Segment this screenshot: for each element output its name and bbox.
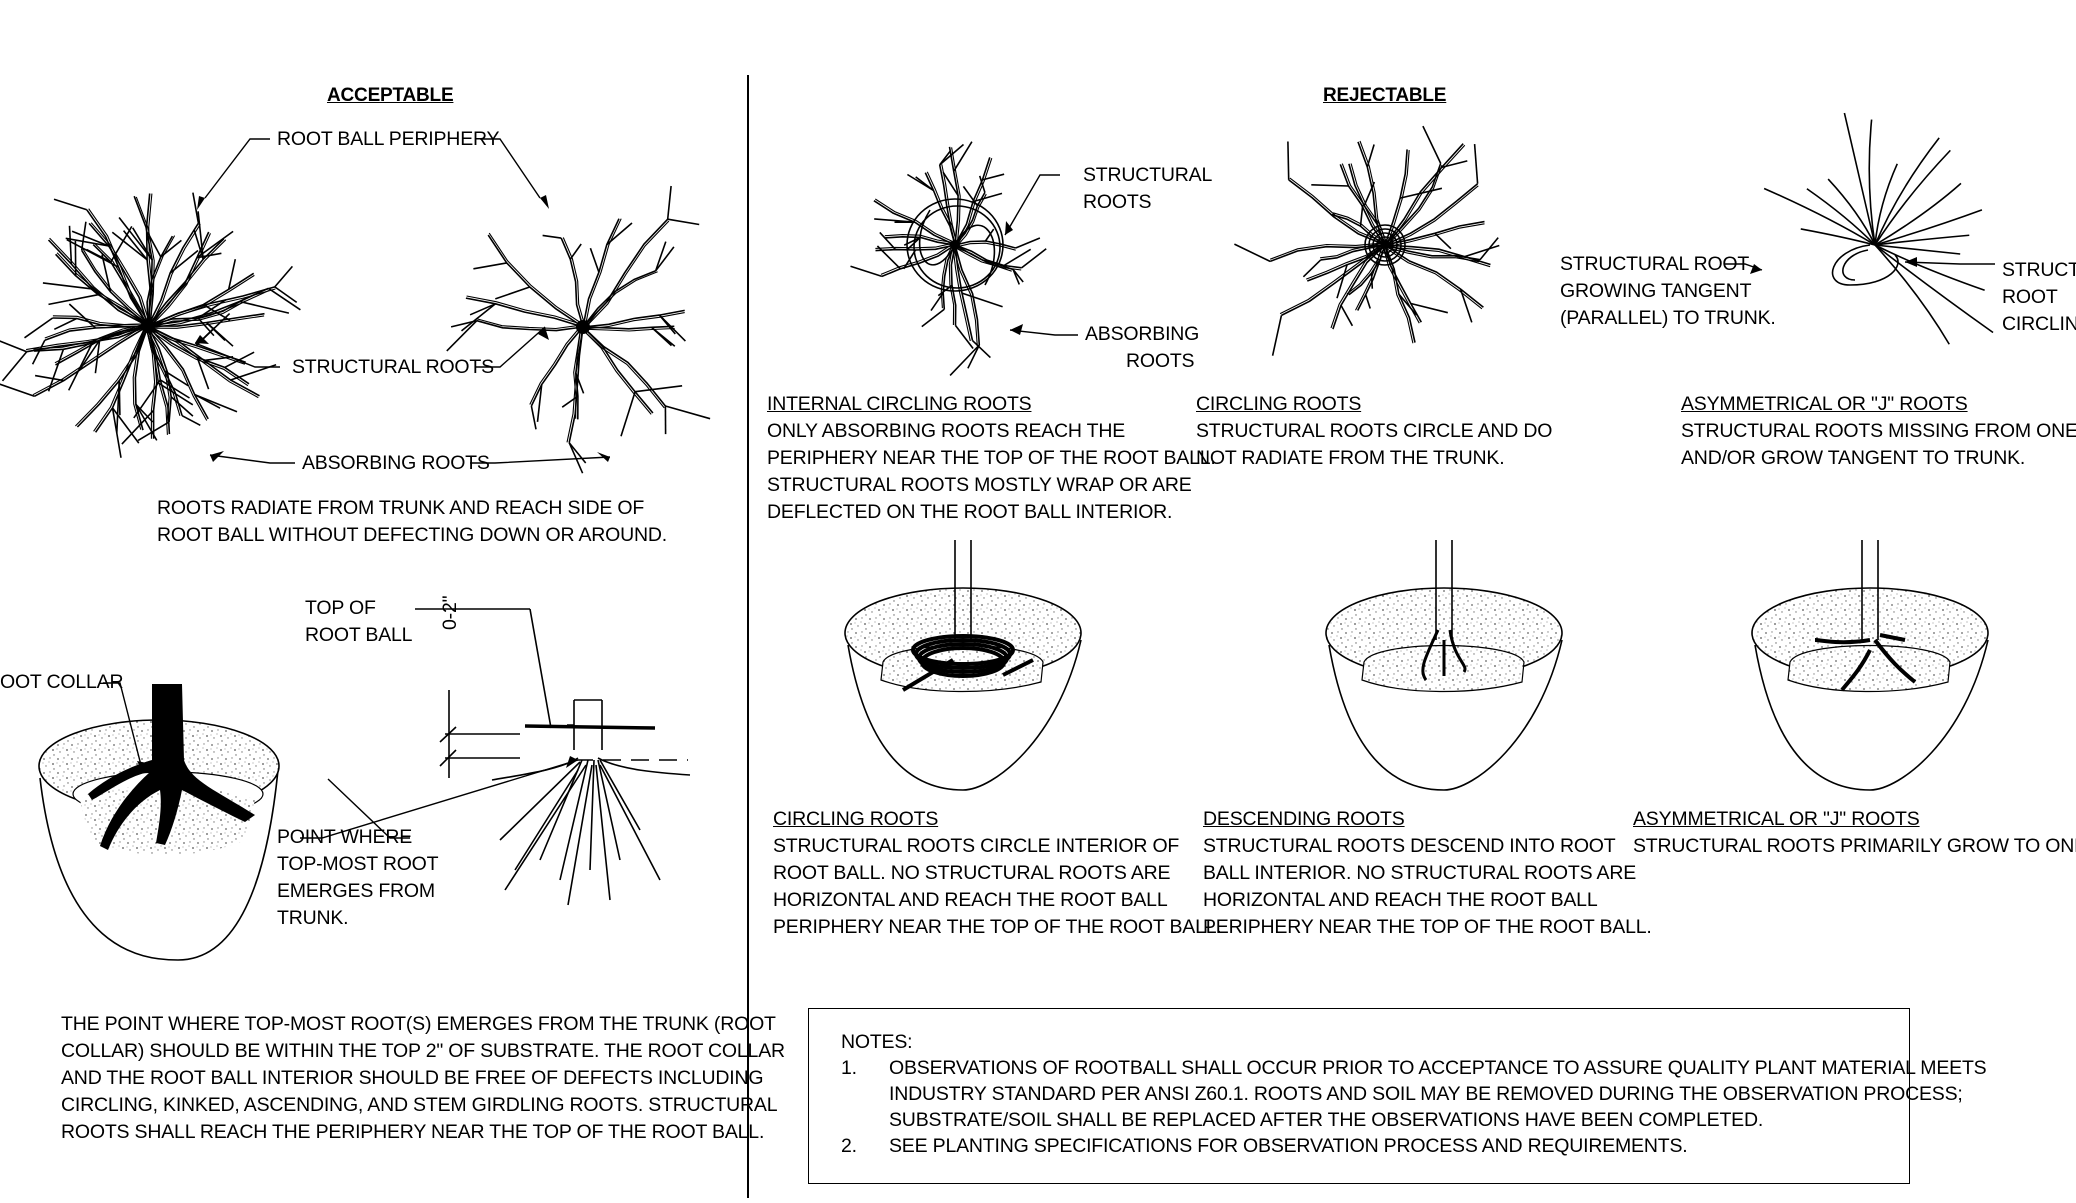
rej-label-absorbing-1: ABSORBING [1085, 321, 1199, 348]
label-root-ball-periphery: ROOT BALL PERIPHERY [277, 126, 499, 153]
caption-descending-title: DESCENDING ROOTS [1203, 806, 1405, 833]
label-point-where-2: TOP-MOST ROOT [277, 851, 438, 878]
caption-pot-circling-title: CIRCLING ROOTS [773, 806, 938, 833]
label-absorbing-roots: ABSORBING ROOTS [302, 450, 490, 477]
caption-internal-circling-line: ONLY ABSORBING ROOTS REACH THE [767, 418, 1125, 445]
rej-label-structural-2: ROOTS [1083, 189, 1151, 216]
note-1-line: OBSERVATIONS OF ROOTBALL SHALL OCCUR PRI… [889, 1055, 1986, 1082]
rej-label-circling-1: STRUCTU [2002, 257, 2076, 284]
caption-internal-circling-line: PERIPHERY NEAR THE TOP OF THE ROOT BALL. [767, 445, 1216, 472]
rej-label-tangent-2: GROWING TANGENT [1560, 278, 1751, 305]
rejectable-heading: REJECTABLE [1323, 82, 1446, 109]
caption-internal-circling-line: STRUCTURAL ROOTS MOSTLY WRAP OR ARE [767, 472, 1192, 499]
caption-pot-circling-line: PERIPHERY NEAR THE TOP OF THE ROOT BALL. [773, 914, 1222, 941]
dimension-label: 0-2" [437, 596, 464, 630]
acceptable-heading: ACCEPTABLE [327, 82, 453, 109]
rej-internal-circling [851, 142, 1047, 376]
caption-pot-asymmetric-line: STRUCTURAL ROOTS PRIMARILY GROW TO ONE S… [1633, 833, 2076, 860]
label-structural-roots: STRUCTURAL ROOTS [292, 354, 494, 381]
caption-pot-circling-line: ROOT BALL. NO STRUCTURAL ROOTS ARE [773, 860, 1170, 887]
caption-descending-line: STRUCTURAL ROOTS DESCEND INTO ROOT [1203, 833, 1615, 860]
label-point-where-3: EMERGES FROM [277, 878, 435, 905]
acceptable-trunk-dot-1 [141, 319, 155, 333]
note-1-line: SUBSTRATE/SOIL SHALL BE REPLACED AFTER T… [889, 1107, 1763, 1134]
acceptable-caption-2: ROOT BALL WITHOUT DEFECTING DOWN OR AROU… [157, 522, 667, 549]
label-point-where-4: TRUNK. [277, 905, 348, 932]
caption-asymmetric-title: ASYMMETRICAL OR "J" ROOTS [1681, 391, 1968, 418]
acceptable-trunk-dot-2 [576, 320, 590, 334]
rej-pot-circling [845, 540, 1081, 790]
caption-asymmetric-line: AND/OR GROW TANGENT TO TRUNK. [1681, 445, 2025, 472]
label-root-collar: OOT COLLAR [0, 669, 123, 696]
acceptable-collar-pot [39, 684, 279, 960]
caption-internal-circling-title: INTERNAL CIRCLING ROOTS [767, 391, 1031, 418]
acceptable-paragraph-5: ROOTS SHALL REACH THE PERIPHERY NEAR THE… [61, 1119, 764, 1146]
acceptable-leaders [195, 139, 610, 463]
caption-circling-line: STRUCTURAL ROOTS CIRCLE AND DO [1196, 418, 1552, 445]
note-1-line: INDUSTRY STANDARD PER ANSI Z60.1. ROOTS … [889, 1081, 1963, 1108]
acceptable-paragraph-4: CIRCLING, KINKED, ASCENDING, AND STEM GI… [61, 1092, 777, 1119]
rej-label-circling-2: ROOT [2002, 284, 2058, 311]
rej-label-tangent-1: STRUCTURAL ROOT [1560, 251, 1749, 278]
rej-label-circling-3: CIRCLING [2002, 311, 2076, 338]
rej-pot-descending [1326, 540, 1562, 790]
notes-title: NOTES: [841, 1029, 912, 1056]
caption-asymmetric-line: STRUCTURAL ROOTS MISSING FROM ONE SIDE [1681, 418, 2076, 445]
caption-descending-line: BALL INTERIOR. NO STRUCTURAL ROOTS ARE [1203, 860, 1636, 887]
label-top-of-root-ball-2: ROOT BALL [305, 622, 412, 649]
caption-descending-line: PERIPHERY NEAR THE TOP OF THE ROOT BALL. [1203, 914, 1652, 941]
caption-pot-circling-line: STRUCTURAL ROOTS CIRCLE INTERIOR OF [773, 833, 1179, 860]
acceptable-paragraph-1: THE POINT WHERE TOP-MOST ROOT(S) EMERGES… [61, 1011, 776, 1038]
note-1-number: 1. [841, 1055, 857, 1082]
caption-circling-line: NOT RADIATE FROM THE TRUNK. [1196, 445, 1504, 472]
rej-pot-asymmetric [1752, 540, 1988, 790]
caption-descending-line: HORIZONTAL AND REACH THE ROOT BALL [1203, 887, 1597, 914]
note-2-number: 2. [841, 1133, 857, 1160]
rej-asymmetric-top [1764, 113, 1993, 344]
rej-label-absorbing-2: ROOTS [1126, 348, 1194, 375]
caption-internal-circling-line: DEFLECTED ON THE ROOT BALL INTERIOR. [767, 499, 1172, 526]
dimension-detail [415, 609, 690, 905]
label-point-where-1: POINT WHERE [277, 824, 412, 851]
acceptable-paragraph-3: AND THE ROOT BALL INTERIOR SHOULD BE FRE… [61, 1065, 763, 1092]
caption-circling-title: CIRCLING ROOTS [1196, 391, 1361, 418]
caption-pot-circling-line: HORIZONTAL AND REACH THE ROOT BALL [773, 887, 1167, 914]
caption-pot-asymmetric-title: ASYMMETRICAL OR "J" ROOTS [1633, 806, 1920, 833]
rej-circling-top [1234, 126, 1499, 356]
note-2-line: SEE PLANTING SPECIFICATIONS FOR OBSERVAT… [889, 1133, 1687, 1160]
label-top-of-root-ball-1: TOP OF [305, 595, 376, 622]
acceptable-caption-1: ROOTS RADIATE FROM TRUNK AND REACH SIDE … [157, 495, 644, 522]
acceptable-paragraph-2: COLLAR) SHOULD BE WITHIN THE TOP 2" OF S… [61, 1038, 785, 1065]
rej-label-tangent-3: (PARALLEL) TO TRUNK. [1560, 305, 1776, 332]
rej-label-structural-1: STRUCTURAL [1083, 162, 1212, 189]
